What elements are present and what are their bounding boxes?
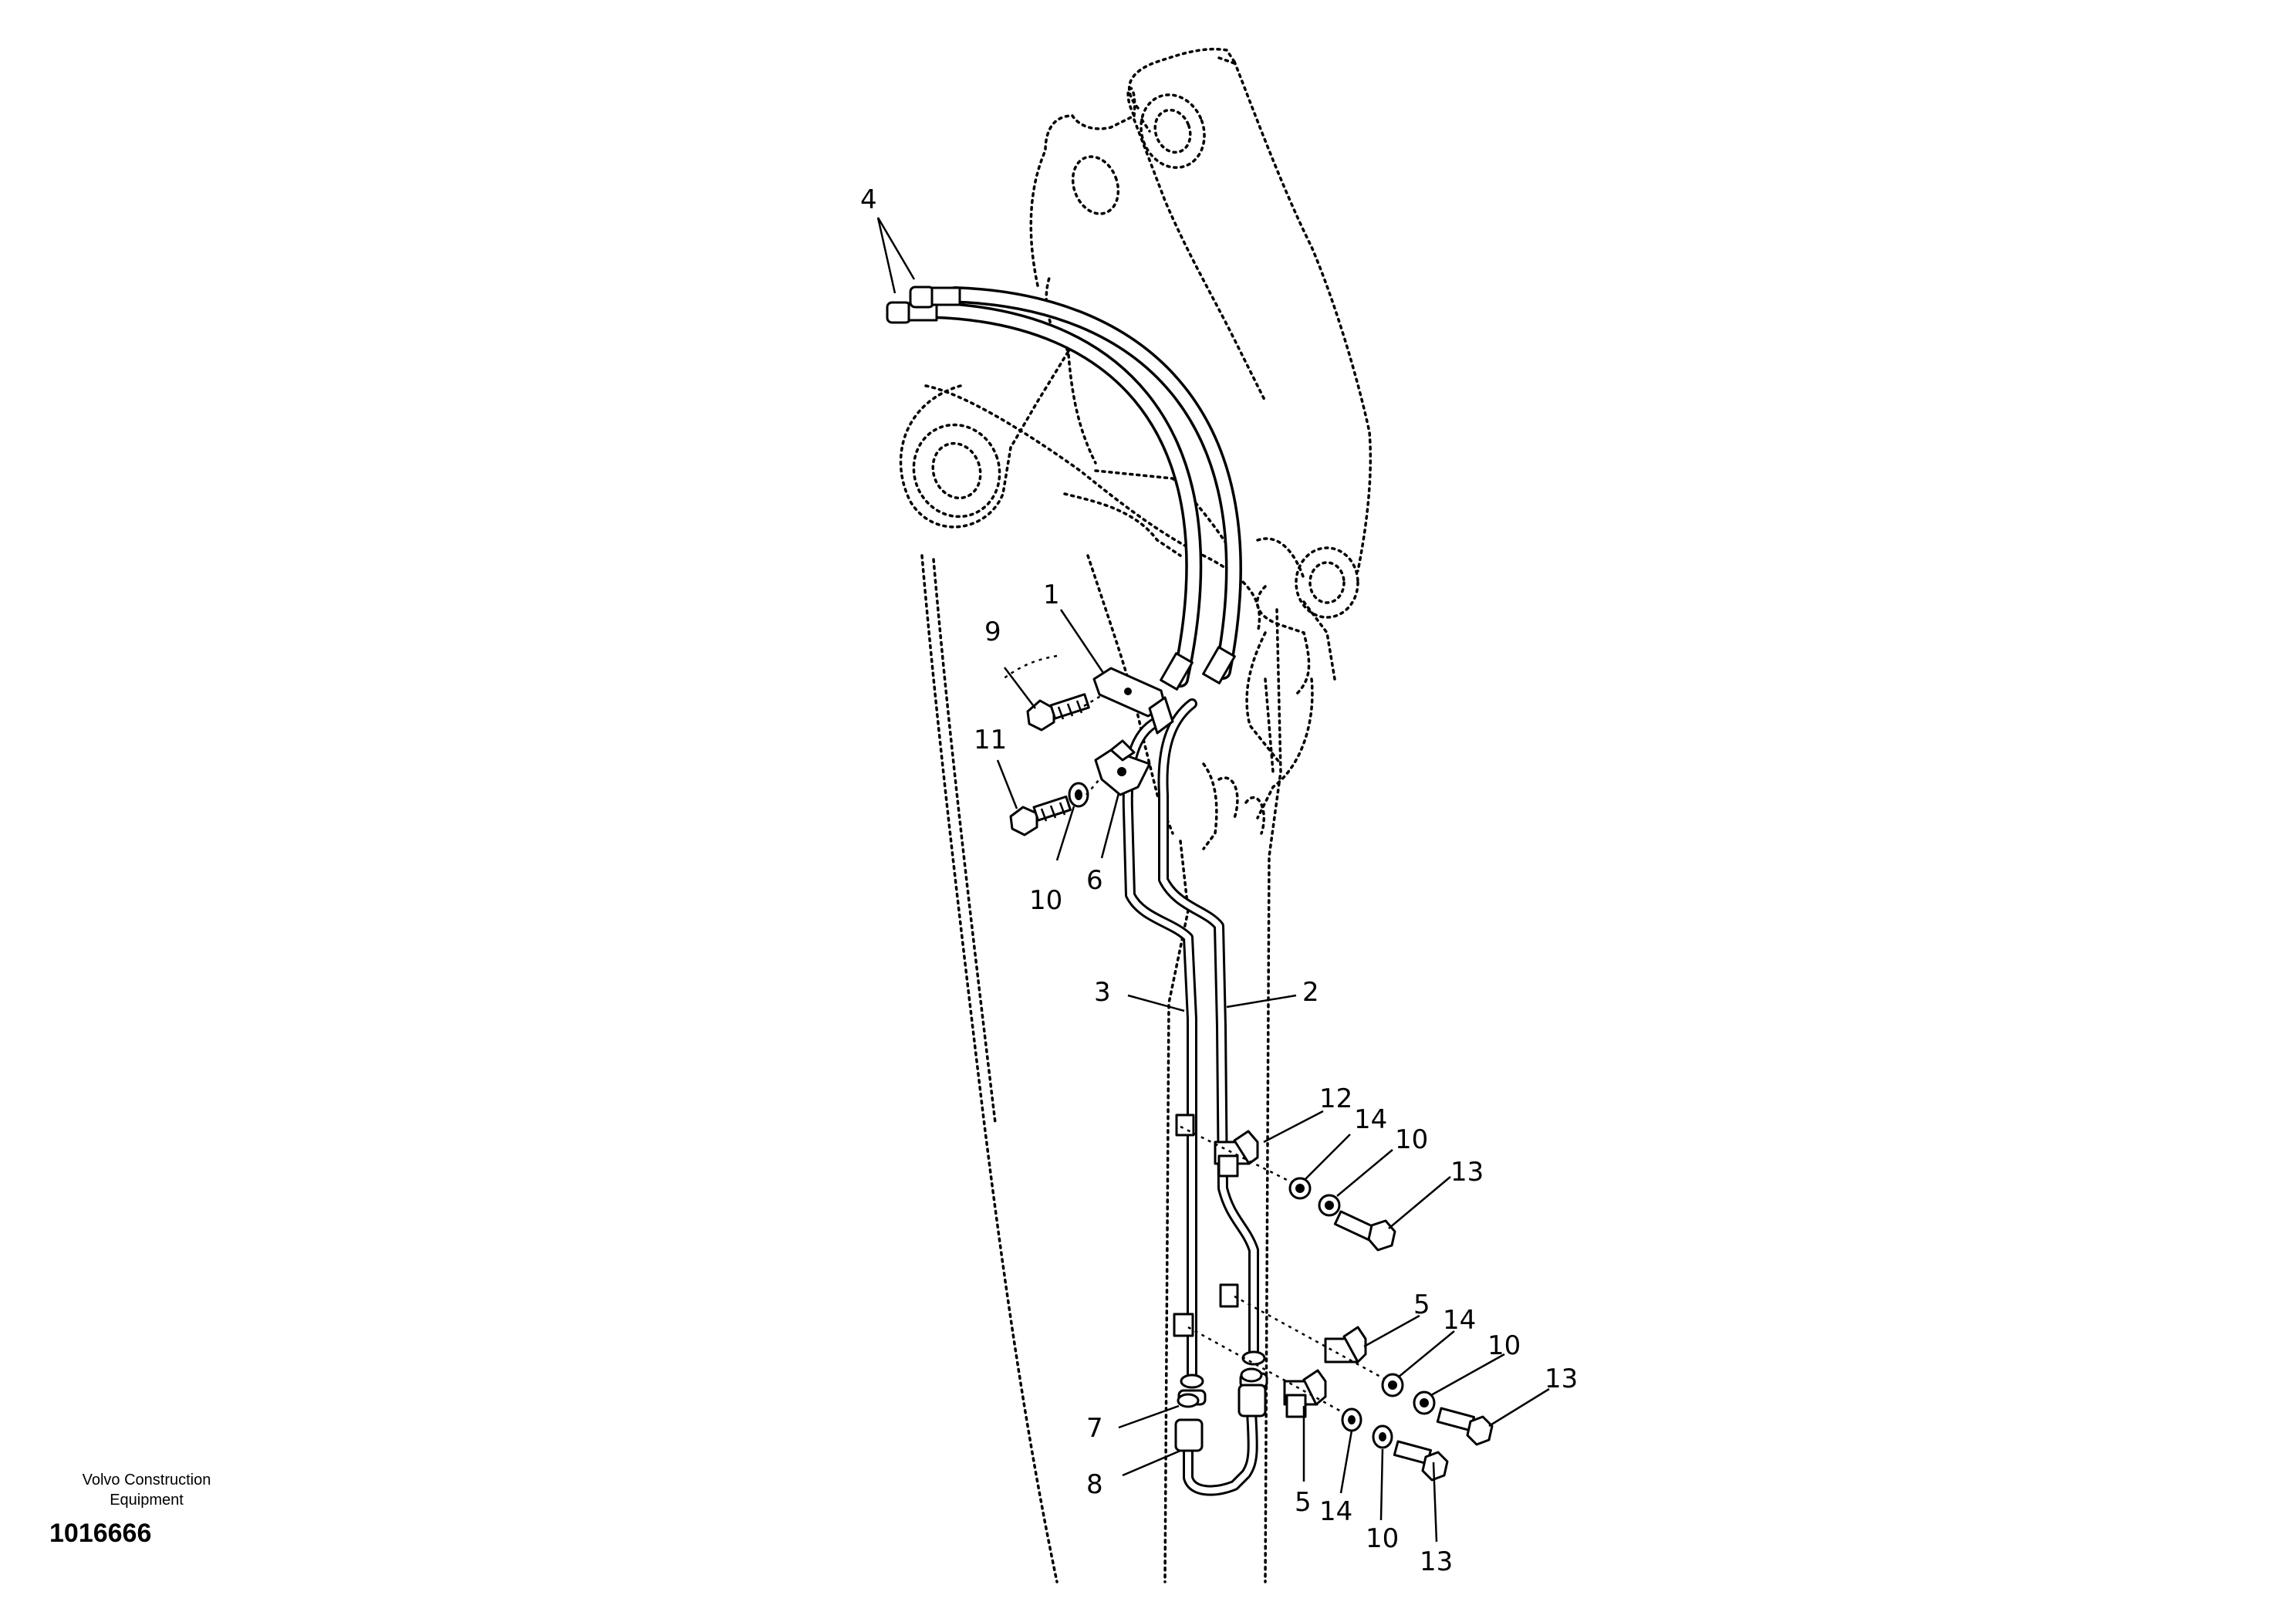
callout-13-lower-b: 13 [1420, 1546, 1453, 1577]
callout-1: 1 [1043, 580, 1060, 610]
hose-assemblies [886, 286, 1242, 691]
washer-14-lower-b [1341, 1407, 1362, 1432]
pin-bores [912, 93, 1359, 619]
upper-clamp-1 [1092, 667, 1174, 735]
washer-10-upper [1068, 782, 1089, 808]
callout-3: 3 [1094, 977, 1111, 1008]
callout-10-upper: 10 [1029, 885, 1062, 916]
callout-labels: 4 1 9 11 6 10 3 2 12 14 10 13 5 14 10 13… [860, 184, 1578, 1577]
callout-11: 11 [974, 725, 1007, 755]
company-name-line2: Equipment [110, 1492, 184, 1509]
callout-7: 7 [1086, 1413, 1103, 1444]
upper-clamp-6 [1094, 739, 1151, 796]
tube-lines [1122, 698, 1268, 1406]
washer-14-lower-a [1381, 1373, 1404, 1397]
callout-6: 6 [1086, 865, 1103, 896]
drawing-number: 1016666 [49, 1519, 152, 1548]
bolt-13-lower-b [1393, 1440, 1449, 1482]
washer-10-middle [1318, 1194, 1341, 1217]
leader-lines [876, 217, 1550, 1543]
company-name-line1: Volvo Construction [82, 1472, 211, 1489]
callout-10-lower-a: 10 [1487, 1330, 1521, 1361]
callout-5-upper: 5 [1413, 1289, 1430, 1320]
washer-14-middle [1288, 1177, 1312, 1200]
washer-10-lower-a [1413, 1391, 1436, 1415]
callout-9: 9 [984, 617, 1001, 647]
clamp-12 [1175, 1113, 1259, 1178]
company-caption: Volvo Construction Equipment [46, 1470, 247, 1510]
callout-13-middle: 13 [1450, 1157, 1484, 1188]
bolt-13-lower-a [1436, 1407, 1494, 1446]
bolt-13-middle [1333, 1210, 1396, 1252]
callout-8: 8 [1086, 1469, 1103, 1500]
callout-5-lower: 5 [1295, 1487, 1312, 1518]
bolt-9 [1026, 693, 1090, 732]
callout-14-lower-a: 14 [1443, 1305, 1476, 1336]
hose-fitting-icon [930, 286, 961, 306]
callout-13-lower-a: 13 [1545, 1363, 1578, 1394]
callout-10-middle: 10 [1395, 1124, 1428, 1155]
lower-clamp-5b [1173, 1313, 1327, 1418]
boom-outline [899, 47, 1373, 1583]
callout-2: 2 [1302, 977, 1319, 1008]
callout-14-middle: 14 [1354, 1104, 1387, 1135]
hose-fitting-icon [886, 301, 912, 324]
callout-10-lower-b: 10 [1366, 1523, 1399, 1554]
bolt-11 [1009, 795, 1072, 836]
callout-4: 4 [860, 184, 877, 215]
washer-10-lower-b [1372, 1424, 1393, 1449]
callout-14-lower-b: 14 [1319, 1496, 1352, 1527]
lower-clamp-5a [1219, 1283, 1367, 1363]
bent-tube-8 [1174, 1367, 1267, 1496]
callout-12: 12 [1319, 1083, 1352, 1114]
hose-fitting-icon [909, 286, 935, 309]
